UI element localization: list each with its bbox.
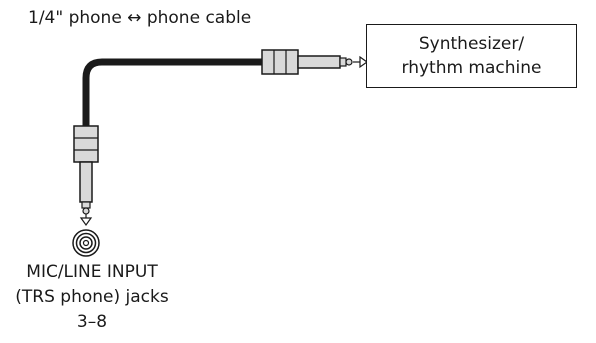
device-label-line-2: rhythm machine (401, 58, 542, 78)
arrow-down-icon (79, 214, 93, 227)
horizontal-phone-plug (261, 49, 353, 75)
jack-label-line-2: (TRS phone) jacks (15, 287, 169, 307)
cable-label: 1/4" phone ↔ phone cable (28, 8, 252, 28)
jack-label: MIC/LINE INPUT (TRS phone) jacks 3–8 (15, 260, 168, 335)
cable (82, 58, 262, 126)
vertical-phone-plug (73, 125, 99, 215)
arrow-icon (353, 55, 369, 69)
device-label-line-1: Synthesizer/ (418, 34, 525, 54)
device-box: Synthesizer/ rhythm machine (366, 24, 577, 88)
jack-label-line-1: MIC/LINE INPUT (26, 262, 158, 282)
jack-label-line-3: 3–8 (76, 312, 108, 332)
trs-jack-icon (72, 229, 100, 257)
